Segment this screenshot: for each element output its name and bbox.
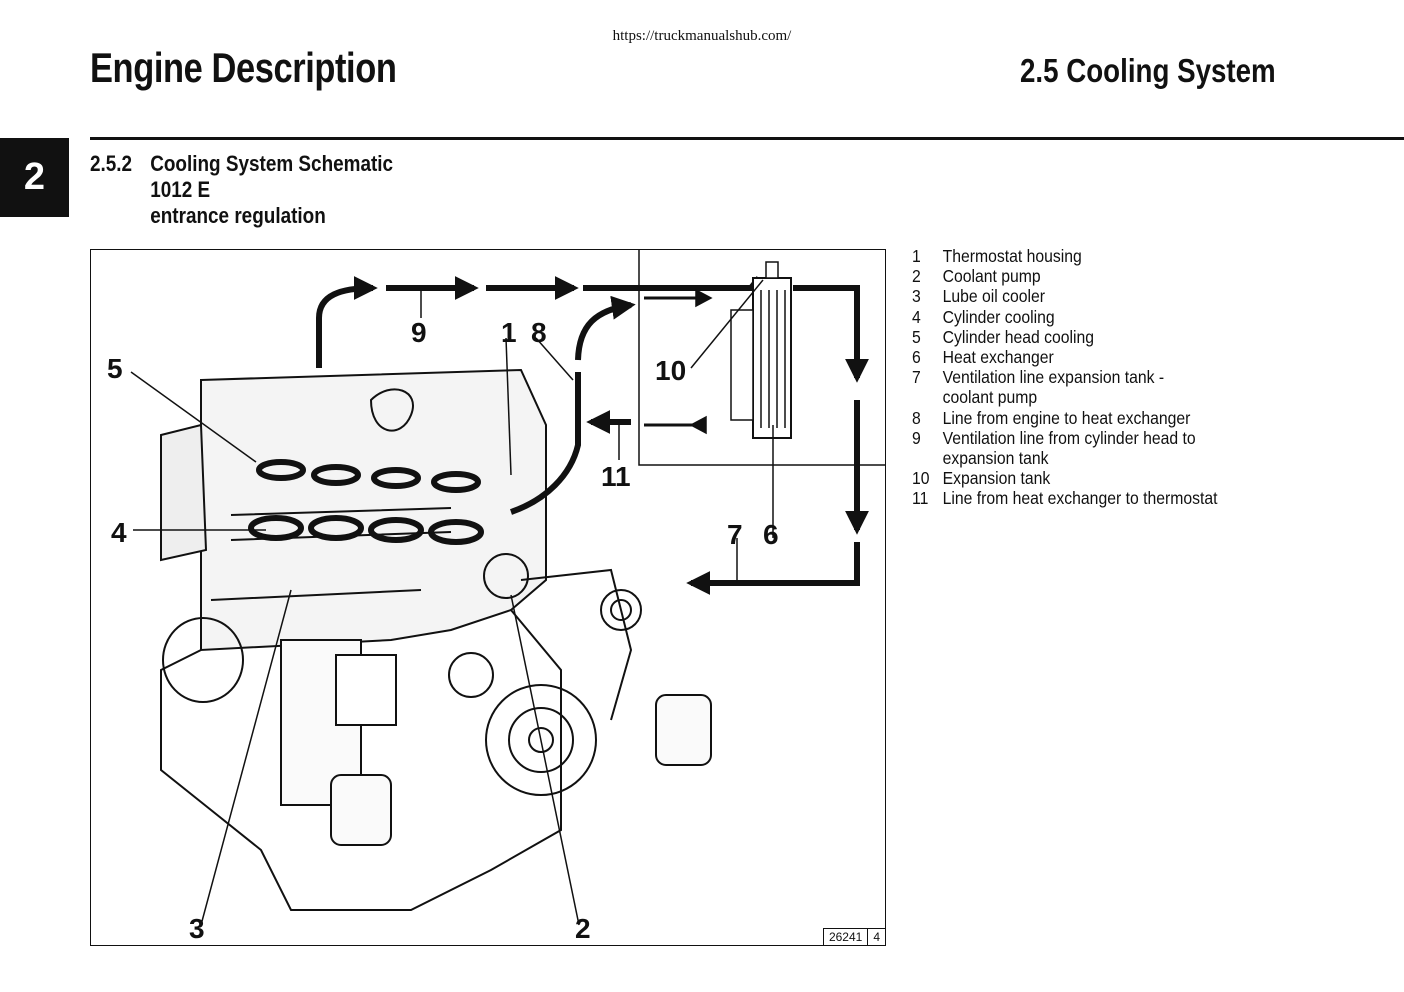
callout-11: 11 [601,461,631,492]
callout-6: 6 [763,519,779,550]
callout-8: 8 [531,317,547,348]
source-url: https://truckmanualshub.com/ [612,28,792,44]
engine-illustration: 1 2 3 4 5 6 7 8 9 10 11 [107,250,885,944]
chapter-tab: 2 [0,138,69,217]
page-title: Engine Description [90,44,397,91]
callout-2: 2 [575,913,591,944]
subsection-line-3: entrance regulation [150,203,326,228]
cooling-system-schematic: 1 2 3 4 5 6 7 8 9 10 11 26241 4 [90,249,886,946]
subsection-heading: 2.5.2 Cooling System Schematic 1012 E en… [90,151,393,229]
callout-leaders [130,279,774,926]
figure-id: 26241 4 [822,928,885,945]
figure-number: 26241 [828,930,863,944]
callout-10: 10 [655,355,686,386]
coolant-circuit [316,276,869,595]
callout-1: 1 [501,317,517,348]
heat-exchanger-box [638,250,885,466]
header-rule [90,137,1404,140]
subsection-number: 2.5.2 [90,151,133,176]
callout-9: 9 [411,317,427,348]
subsection-line-1: Cooling System Schematic [150,151,394,176]
engine-block-drawing [160,368,712,911]
callout-5: 5 [107,353,123,384]
cylinder-cooling-rings [248,459,484,545]
callout-7: 7 [727,519,743,550]
subsection-line-2: 1012 E [150,177,211,202]
callout-4: 4 [111,517,127,548]
callout-3: 3 [189,913,205,944]
figure-suffix: 4 [867,929,885,945]
section-title: 2.5 Cooling System [1020,52,1276,89]
